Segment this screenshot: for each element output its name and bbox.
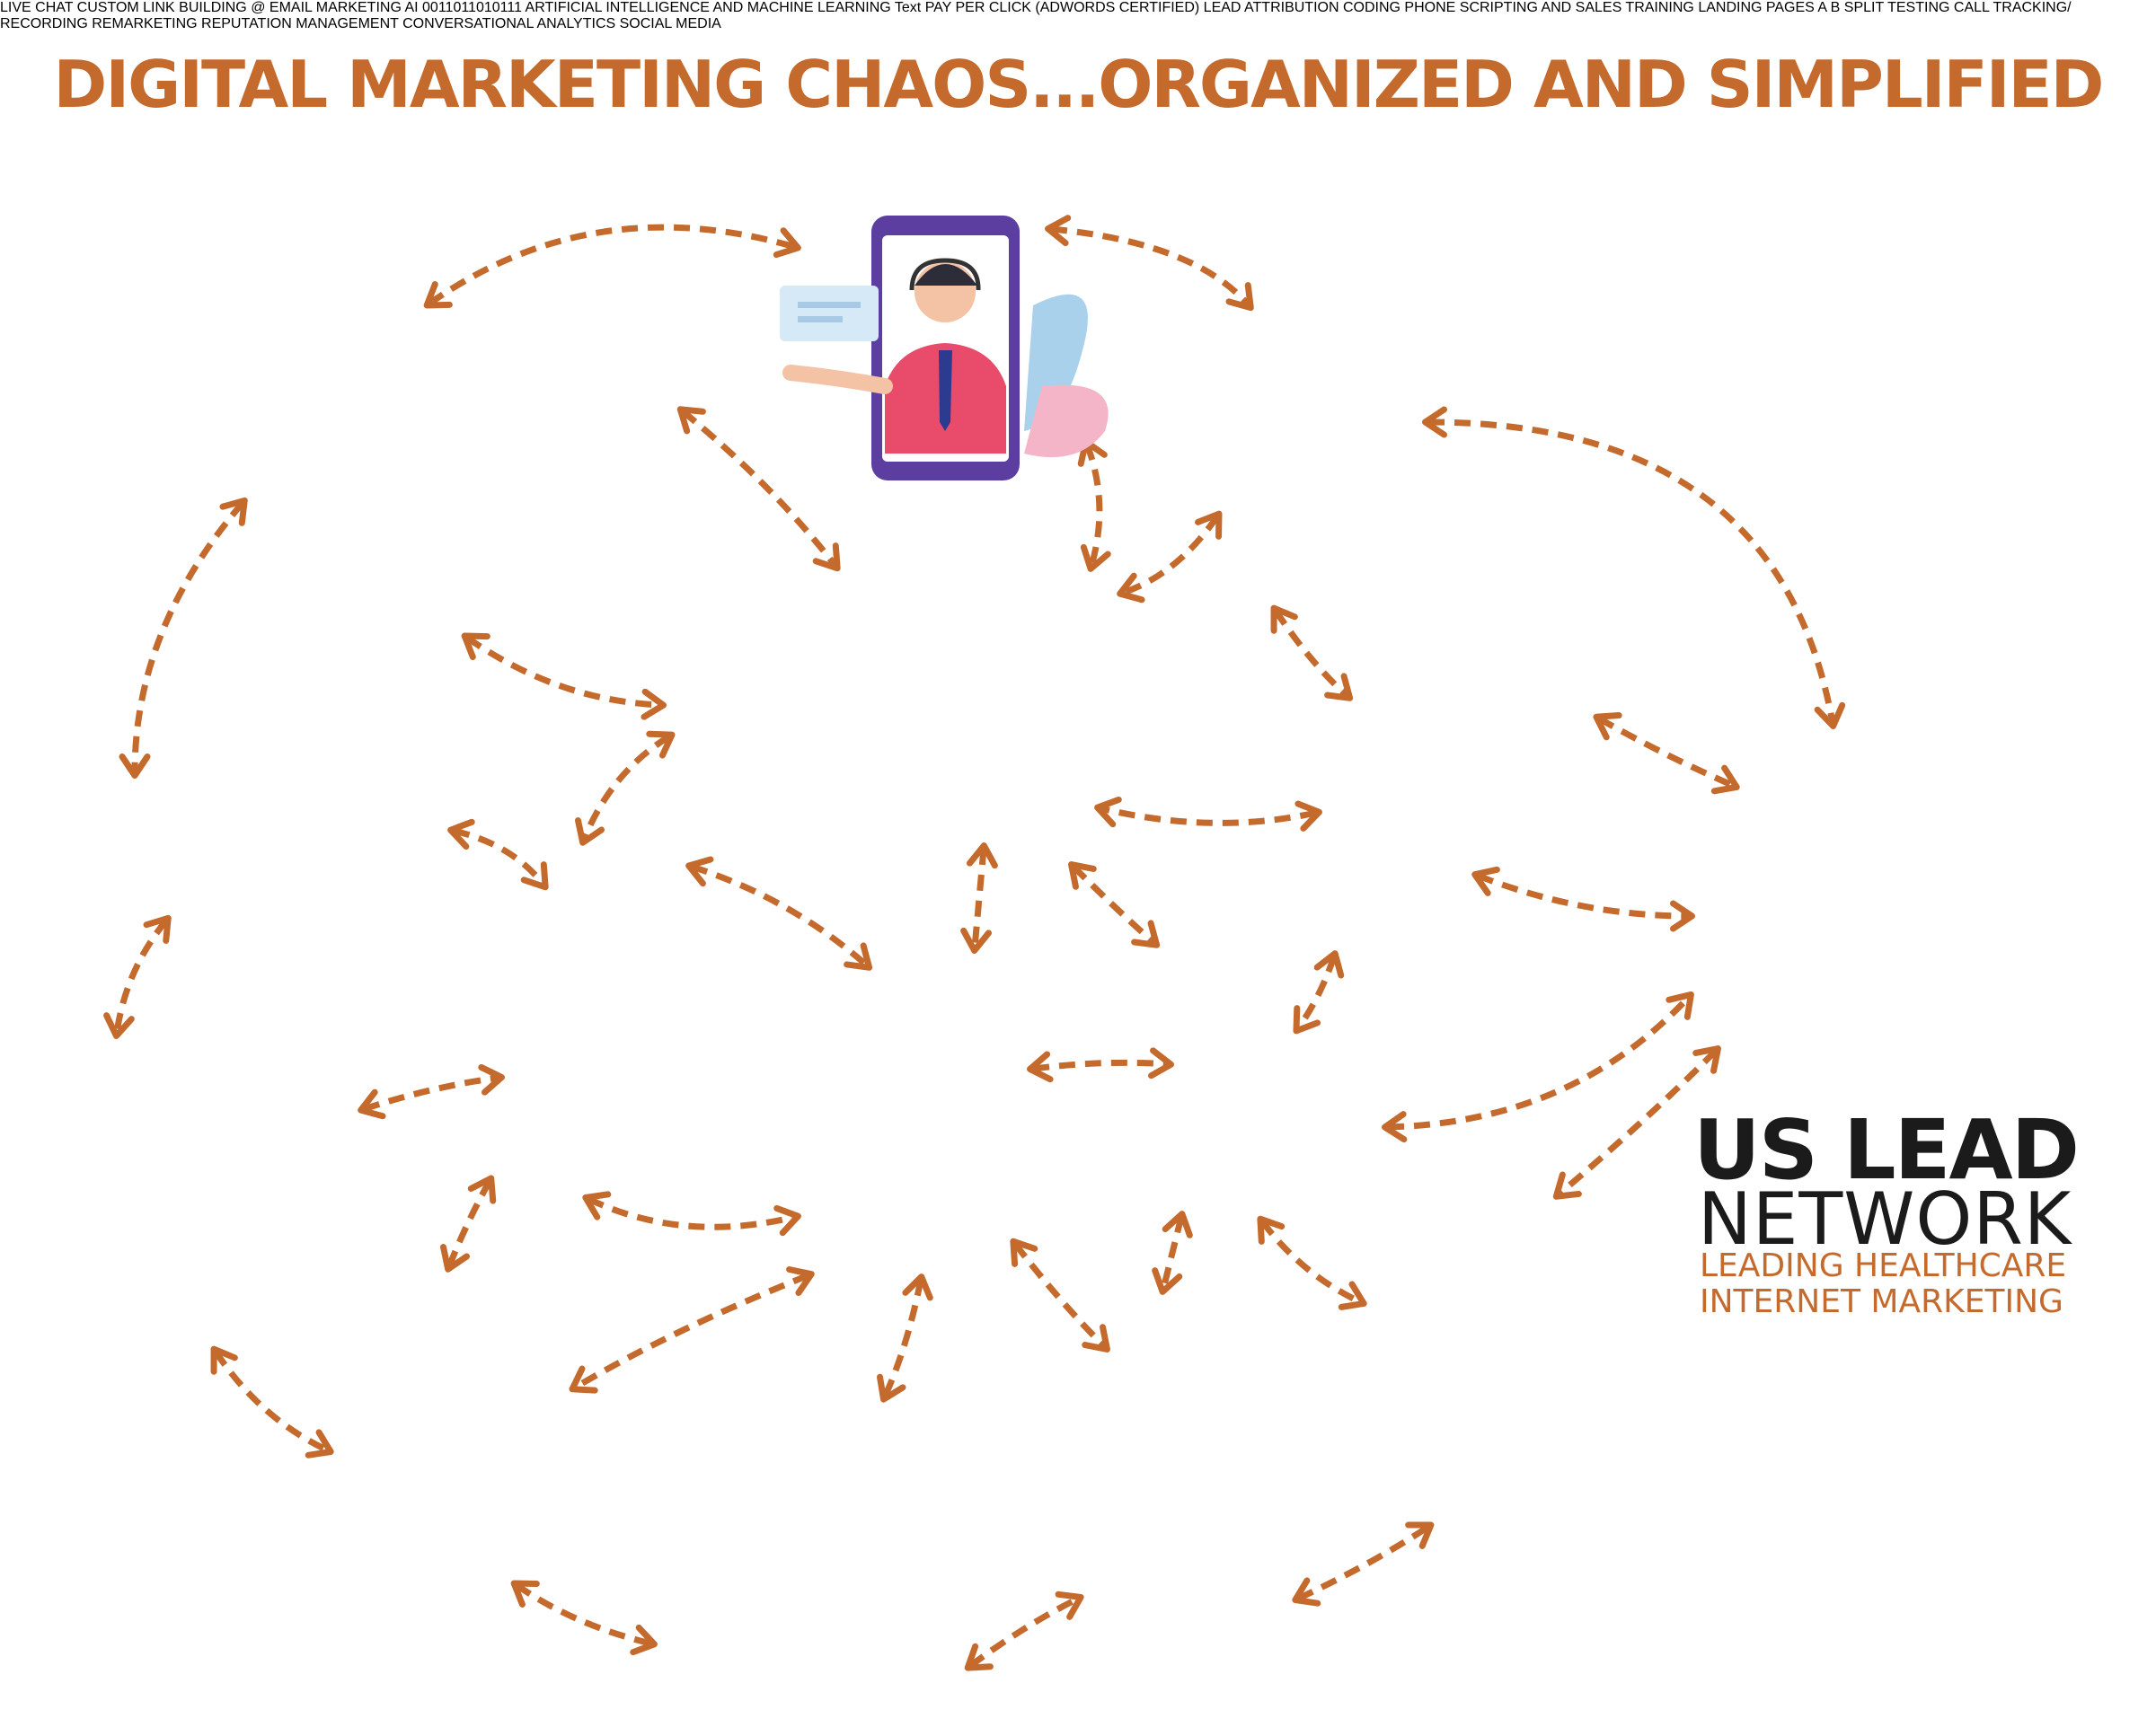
custom-link-building-label: CUSTOM LINK BUILDING — [76, 0, 247, 15]
arrow-email-ai — [1117, 510, 1223, 604]
landing-pages-label: LANDING PAGES — [1698, 0, 1815, 15]
pay-per-click-illustration: Text — [894, 0, 922, 15]
arrow-lead-logo — [1593, 712, 1740, 795]
live-chat-illustration — [780, 216, 1109, 480]
remarketing-label: REMARKETING — [92, 16, 198, 31]
arrow-lead-call — [1293, 950, 1345, 1035]
split-testing-illustration: A B — [1817, 0, 1841, 15]
arrow-split-conv — [1010, 1238, 1110, 1353]
lead-attribution-label-line1: LEAD ATTRIBUTION — [1203, 0, 1339, 15]
ai-ml-illustration: AI 0011011010111 — [404, 0, 522, 15]
call-tracking-label-line2: RECORDING — [0, 16, 88, 31]
arrow-split-reputation — [876, 1273, 933, 1403]
arrow-link-livechat — [423, 224, 801, 309]
arrow-landing-phone — [358, 1063, 505, 1120]
arrow-conv-social — [1292, 1521, 1435, 1607]
arrow-link-ai-lower — [461, 632, 667, 720]
live-chat-label: LIVE CHAT — [0, 0, 74, 15]
arrow-lead-ai — [1094, 796, 1322, 832]
arrow-ai-phone — [575, 730, 676, 846]
split-testing-label: SPLIT TESTING — [1843, 0, 1950, 15]
arrow-call-logo — [1382, 991, 1694, 1143]
brand-name-line1: US LEAD — [1693, 1102, 2080, 1198]
phone-scripting-label-line1: PHONE SCRIPTING — [1404, 0, 1538, 15]
brand-tagline: LEADING HEALTHCARE INTERNET MARKETING — [1700, 1248, 2113, 1320]
brand-name-line2: NETWORK — [1698, 1177, 2072, 1261]
conversational-analytics-label-line1: CONVERSATIONAL — [402, 16, 534, 31]
ai-ml-label-line1: ARTIFICIAL INTELLIGENCE — [525, 0, 710, 15]
ppc-label-line2: (ADWORDS CERTIFIED) — [1035, 0, 1200, 15]
arrow-call-social — [1257, 1215, 1367, 1310]
ppc-label-line1: PAY PER CLICK — [924, 0, 1031, 15]
arrow-link-ai — [676, 406, 841, 572]
arrow-link-ppc — [119, 497, 248, 779]
arrow-livechat-ai — [1077, 438, 1111, 572]
arrow-split-remarketing — [569, 1266, 815, 1394]
arrow-landing-remarketing — [210, 1345, 334, 1458]
brand-tagline-line1: LEADING HEALTHCARE — [1700, 1247, 2067, 1284]
arrow-ai-call — [1068, 861, 1161, 948]
arrow-call-conv — [1152, 1211, 1193, 1295]
diagram-title: DIGITAL MARKETING CHAOS...ORGANIZED AND … — [53, 47, 2105, 122]
arrow-ai-split — [960, 842, 998, 954]
arrow-ppc-phone — [447, 818, 549, 891]
lead-attribution-label-line2: CODING — [1342, 0, 1401, 15]
arrow-ppc-landing — [103, 914, 172, 1039]
arrow-email-logo — [1422, 406, 1846, 729]
conversational-analytics-label-line2: ANALYTICS — [536, 16, 616, 31]
arrow-remarketing-reputation — [510, 1580, 658, 1656]
brand-tagline-line2: INTERNET MARKETING — [1700, 1283, 2063, 1320]
connector-arrows — [103, 215, 1846, 1671]
arrow-phone-split — [685, 856, 873, 971]
arrow-livechat-email — [1045, 215, 1254, 312]
social-media-label: SOCIAL MEDIA — [619, 16, 721, 31]
arrow-logo-social — [1552, 1045, 1721, 1200]
arrow-email-lead — [1270, 604, 1354, 701]
phone-scripting-label-line2: AND SALES TRAINING — [1541, 0, 1694, 15]
arrow-reputation-conv — [964, 1591, 1084, 1671]
ai-ml-label-line2: AND MACHINE LEARNING — [712, 0, 891, 15]
arrow-phone-split-lower — [582, 1191, 801, 1237]
email-marketing-label: EMAIL MARKETING — [269, 0, 402, 15]
email-marketing-illustration: @ — [251, 0, 266, 15]
call-tracking-label-line1: CALL TRACKING/ — [1953, 0, 2072, 15]
arrow-split-call — [1027, 1047, 1174, 1083]
reputation-management-label: REPUTATION MANAGEMENT — [201, 16, 399, 31]
arrow-phone-remarketing — [440, 1175, 497, 1273]
arrow-lead-logo-lower — [1471, 866, 1695, 932]
